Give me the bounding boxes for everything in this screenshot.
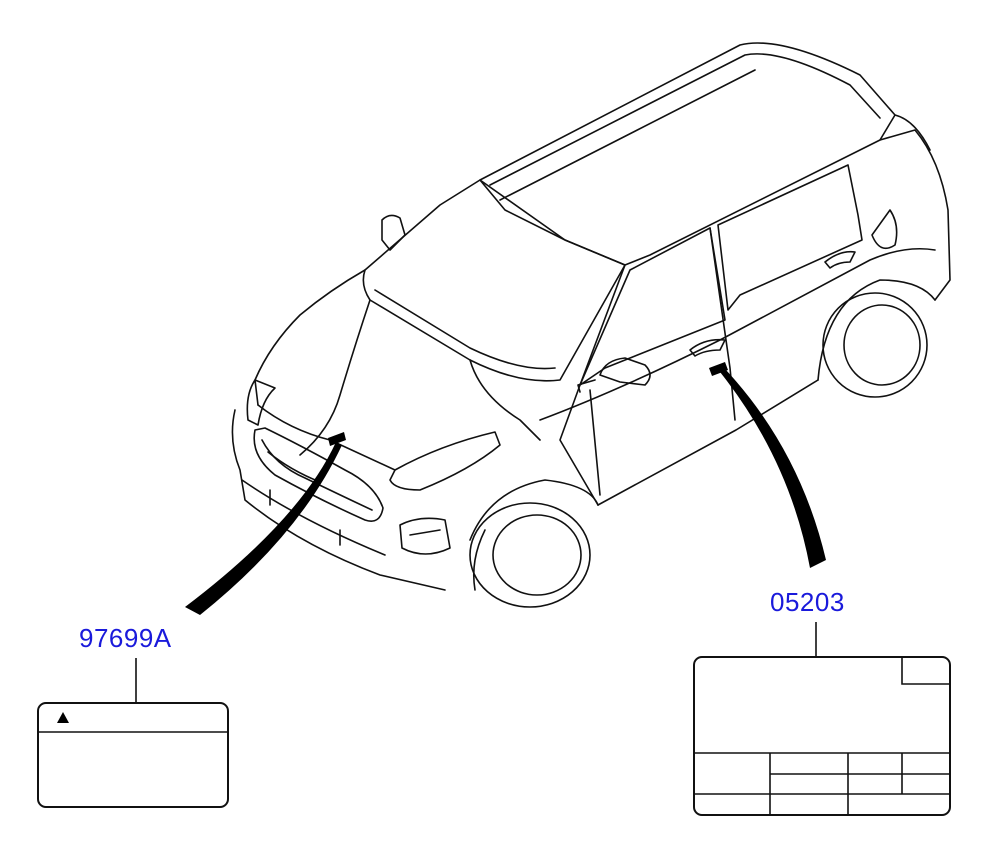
caution-label-card-97699A xyxy=(37,702,229,808)
callout-pointer-05203 xyxy=(720,370,826,568)
door-label-location-marker xyxy=(709,362,728,376)
part-number-label-97699A[interactable]: 97699A xyxy=(79,623,172,653)
vehicle-illustration xyxy=(231,42,951,608)
hood-label-location-marker xyxy=(328,432,346,446)
part-number-label-05203[interactable]: 05203 xyxy=(770,587,845,617)
warning-triangle-icon xyxy=(57,712,69,723)
callout-pointer-97699A xyxy=(185,442,342,615)
info-label-card-05203 xyxy=(693,656,951,816)
